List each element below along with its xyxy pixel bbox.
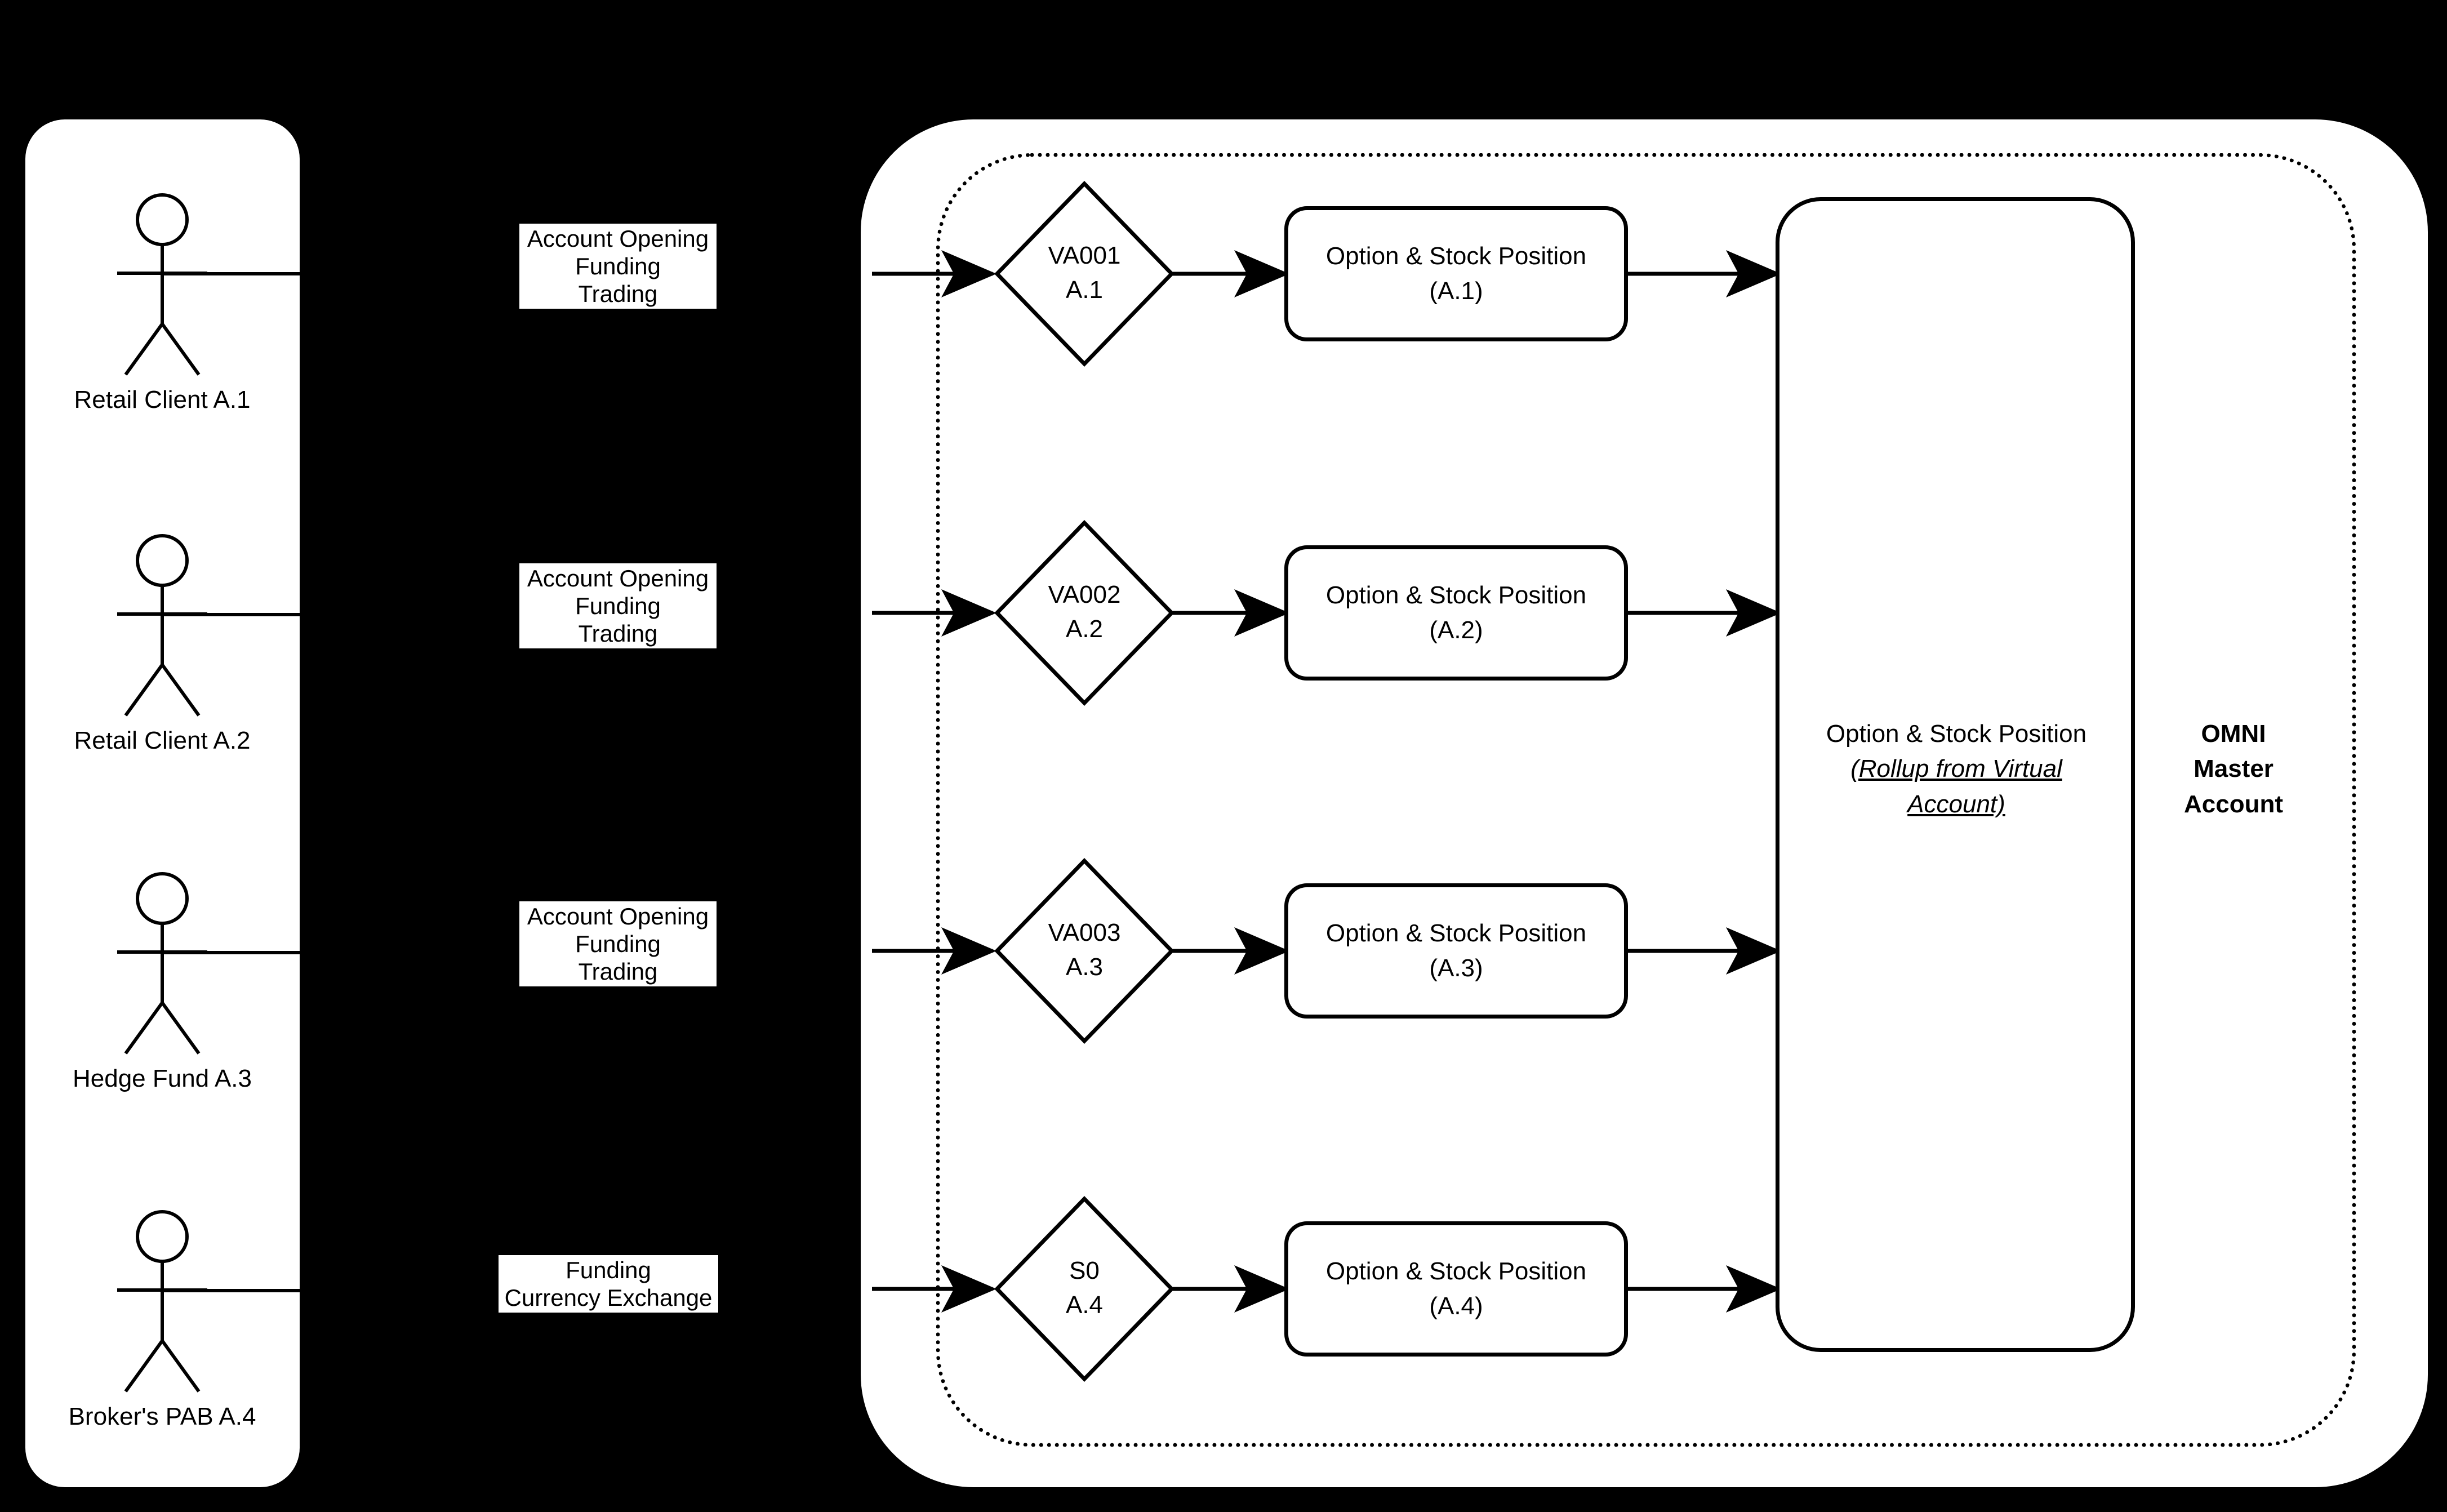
omni-line-2: Master <box>2194 755 2274 783</box>
position-title: Option & Stock Position <box>1325 581 1587 609</box>
omni-master-account-label: OMNI Master Account <box>2141 717 2326 822</box>
master-account-text: Option & Stock Position (Rollup from Vir… <box>1785 717 2128 822</box>
flow-label-1: Account Opening Funding Trading <box>519 224 717 309</box>
actor-stick-figure-icon <box>117 1210 207 1393</box>
actor-label: Retail Client A.1 <box>74 386 251 413</box>
actor-connector-line-3 <box>162 951 300 954</box>
flow-label-line: Trading <box>578 958 658 985</box>
virtual-accounts-boundary <box>936 153 2356 1447</box>
actor-label: Retail Client A.2 <box>74 727 251 754</box>
position-title: Option & Stock Position <box>1325 1257 1587 1285</box>
master-title: Option & Stock Position <box>1826 720 2087 748</box>
actor-stick-figure-icon <box>117 872 207 1055</box>
position-sub: (A.4) <box>1429 1292 1483 1320</box>
actor-connector-line-2 <box>162 613 300 616</box>
flow-label-line: Account Opening <box>527 565 709 592</box>
position-title: Option & Stock Position <box>1325 919 1587 947</box>
actor-retail-client-a1[interactable]: Retail Client A.1 <box>55 192 269 413</box>
actor-label: Hedge Fund A.3 <box>72 1065 252 1092</box>
actor-connector-line-4 <box>162 1289 300 1292</box>
position-sub: (A.1) <box>1429 277 1483 305</box>
node-sub: A.1 <box>1065 275 1104 304</box>
flow-label-line: Trading <box>578 281 658 308</box>
position-sub: (A.3) <box>1429 954 1483 982</box>
actor-brokers-pab-a4[interactable]: Broker's PAB A.4 <box>55 1208 269 1430</box>
position-sub: (A.2) <box>1429 616 1483 644</box>
actor-connector-line-1 <box>162 272 300 275</box>
actor-hedge-fund-a3[interactable]: Hedge Fund A.3 <box>55 870 269 1092</box>
flow-label-line: Trading <box>578 620 658 647</box>
virtual-account-label-2: VA002 A.2 <box>994 578 1174 646</box>
node-sub: A.4 <box>1065 1291 1104 1319</box>
actor-stick-figure-icon <box>117 534 207 717</box>
position-box-a3[interactable]: Option & Stock Position (A.3) <box>1284 883 1628 1019</box>
flow-label-line: Funding <box>566 1257 651 1283</box>
node-sub: A.3 <box>1065 953 1104 981</box>
master-rollup-line1: (Rollup from Virtual <box>1850 755 2062 783</box>
node-id: S0 <box>1069 1257 1100 1284</box>
position-box-a4[interactable]: Option & Stock Position (A.4) <box>1284 1221 1628 1357</box>
position-title: Option & Stock Position <box>1325 242 1587 270</box>
master-rollup-line2: Account) <box>1907 790 2005 818</box>
flow-label-2: Account Opening Funding Trading <box>519 563 717 649</box>
node-id: VA002 <box>1048 581 1121 608</box>
flow-label-3: Account Opening Funding Trading <box>519 901 717 987</box>
actor-label: Broker's PAB A.4 <box>68 1403 256 1430</box>
omni-line-1: OMNI <box>2201 720 2266 748</box>
flow-label-4: Funding Currency Exchange <box>499 1255 718 1313</box>
flow-label-line: Funding <box>575 253 661 280</box>
omni-line-3: Account <box>2184 790 2283 818</box>
actor-retail-client-a2[interactable]: Retail Client A.2 <box>55 532 269 754</box>
flow-label-line: Account Opening <box>527 225 709 252</box>
virtual-account-label-1: VA001 A.1 <box>994 239 1174 307</box>
node-sub: A.2 <box>1065 615 1104 643</box>
node-id: VA003 <box>1048 919 1121 946</box>
virtual-account-label-3: VA003 A.3 <box>994 916 1174 984</box>
flow-label-line: Funding <box>575 593 661 620</box>
position-box-a2[interactable]: Option & Stock Position (A.2) <box>1284 545 1628 681</box>
node-id: VA001 <box>1048 242 1121 269</box>
master-account-box[interactable] <box>1776 197 2135 1352</box>
flow-label-line: Account Opening <box>527 903 709 930</box>
flow-label-line: Funding <box>575 931 661 958</box>
position-box-a1[interactable]: Option & Stock Position (A.1) <box>1284 206 1628 341</box>
flow-label-line: Currency Exchange <box>504 1284 713 1311</box>
actor-stick-figure-icon <box>117 193 207 376</box>
virtual-account-label-4: S0 A.4 <box>994 1254 1174 1322</box>
